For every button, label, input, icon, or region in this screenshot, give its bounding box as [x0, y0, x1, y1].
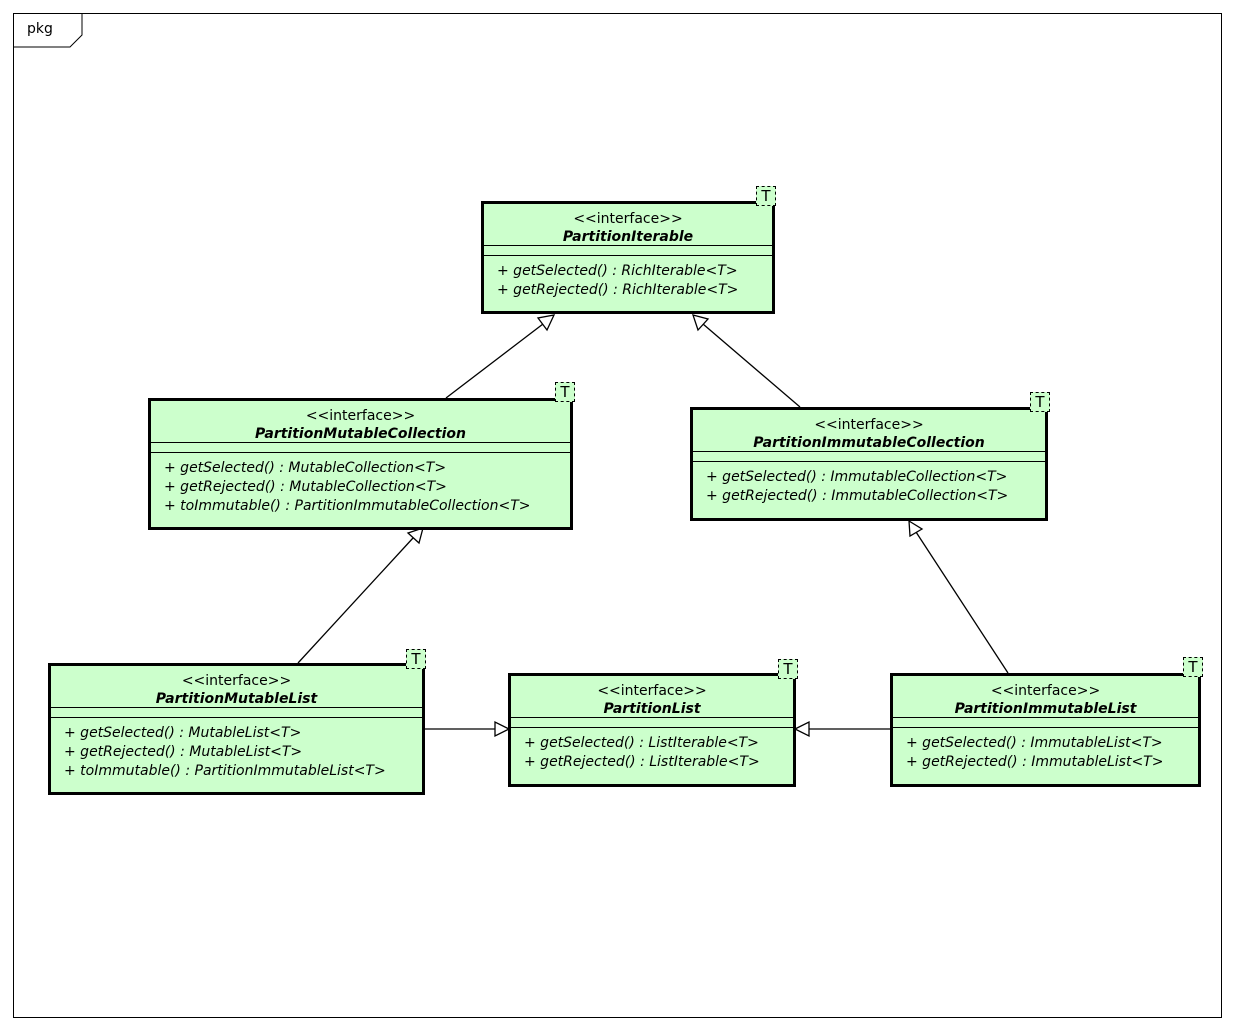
type-parameter-badge: T — [555, 382, 575, 402]
type-parameter-badge: T — [406, 649, 426, 669]
operation: + getSelected() : ImmutableCollection<T> — [706, 469, 1008, 485]
type-parameter-badge: T — [1183, 657, 1203, 677]
attributes-compartment — [484, 245, 772, 256]
type-parameter-badge: T — [756, 186, 776, 206]
operation: + getRejected() : RichIterable<T> — [497, 282, 739, 298]
package-frame — [13, 13, 1222, 1018]
stereotype-label: <<interface>> — [814, 417, 924, 433]
operation: + toImmutable() : PartitionImmutableList… — [64, 763, 386, 779]
operations-compartment: + getSelected() : ImmutableList<T> + get… — [893, 728, 1198, 772]
class-header: <<interface>> PartitionMutableCollection — [151, 401, 570, 442]
class-name: PartitionImmutableList — [954, 701, 1137, 717]
class-header: <<interface>> PartitionImmutableCollecti… — [693, 410, 1045, 451]
attributes-compartment — [151, 442, 570, 453]
operation: + getSelected() : MutableList<T> — [64, 725, 302, 741]
operations-compartment: + getSelected() : RichIterable<T> + getR… — [484, 256, 772, 300]
operation: + toImmutable() : PartitionImmutableColl… — [164, 498, 531, 514]
class-name: PartitionMutableCollection — [255, 426, 466, 442]
stereotype-label: <<interface>> — [573, 211, 683, 227]
class-header: <<interface>> PartitionList — [511, 676, 793, 717]
operation: + getSelected() : RichIterable<T> — [497, 263, 738, 279]
edge-immutable-collection-to-iterable — [702, 323, 801, 408]
class-name: PartitionList — [603, 701, 701, 717]
stereotype-label: <<interface>> — [990, 683, 1101, 699]
class-name: PartitionIterable — [562, 229, 694, 245]
class-name: PartitionMutableList — [155, 691, 318, 707]
class-header: <<interface>> PartitionImmutableList — [893, 676, 1198, 717]
arrowhead-hollow-triangle — [494, 720, 511, 738]
type-parameter-badge: T — [1030, 392, 1050, 412]
class-partition-immutable-list[interactable]: <<interface>> PartitionImmutableList + g… — [890, 673, 1201, 787]
arrowhead-hollow-triangle — [536, 314, 556, 332]
class-partition-immutable-collection[interactable]: <<interface>> PartitionImmutableCollecti… — [690, 407, 1048, 521]
package-label: pkg — [27, 21, 53, 37]
operation: + getSelected() : MutableCollection<T> — [164, 460, 447, 476]
operation: + getSelected() : ImmutableList<T> — [906, 735, 1163, 751]
operations-compartment: + getSelected() : ListIterable<T> + getR… — [511, 728, 793, 772]
stereotype-label: <<interface>> — [597, 683, 707, 699]
class-header: <<interface>> PartitionMutableList — [51, 666, 422, 707]
edge-immutable-list-to-immutable-collection — [915, 531, 1009, 674]
operation: + getRejected() : ImmutableCollection<T> — [706, 488, 1009, 504]
arrowhead-hollow-triangle — [406, 527, 424, 545]
edge-mutable-list-to-mutable-collection — [297, 537, 414, 664]
arrowhead-hollow-triangle — [908, 519, 924, 538]
operation: + getRejected() : MutableList<T> — [64, 744, 303, 760]
class-partition-list[interactable]: <<interface>> PartitionList + getSelecte… — [508, 673, 796, 787]
stereotype-label: <<interface>> — [305, 408, 416, 424]
operation: + getRejected() : MutableCollection<T> — [164, 479, 447, 495]
operation: + getRejected() : ImmutableList<T> — [906, 754, 1164, 770]
arrowhead-hollow-triangle — [793, 720, 810, 738]
package-tab — [13, 13, 83, 48]
stereotype-label: <<interface>> — [181, 673, 292, 689]
attributes-compartment — [893, 717, 1198, 728]
operation: + getSelected() : ListIterable<T> — [524, 735, 759, 751]
type-parameter-badge: T — [778, 659, 798, 679]
edge-mutable-collection-to-iterable — [445, 323, 544, 399]
class-name: PartitionImmutableCollection — [753, 435, 985, 451]
class-partition-mutable-collection[interactable]: <<interface>> PartitionMutableCollection… — [148, 398, 573, 530]
class-partition-iterable[interactable]: <<interface>> PartitionIterable + getSel… — [481, 201, 775, 314]
attributes-compartment — [693, 451, 1045, 462]
operation: + getRejected() : ListIterable<T> — [524, 754, 760, 770]
operations-compartment: + getSelected() : ImmutableCollection<T>… — [693, 462, 1045, 506]
attributes-compartment — [51, 707, 422, 718]
arrowhead-hollow-triangle — [692, 314, 710, 332]
class-header: <<interface>> PartitionIterable — [484, 204, 772, 245]
attributes-compartment — [511, 717, 793, 728]
class-partition-mutable-list[interactable]: <<interface>> PartitionMutableList + get… — [48, 663, 425, 795]
operations-compartment: + getSelected() : MutableList<T> + getRe… — [51, 718, 422, 781]
operations-compartment: + getSelected() : MutableCollection<T> +… — [151, 453, 570, 516]
